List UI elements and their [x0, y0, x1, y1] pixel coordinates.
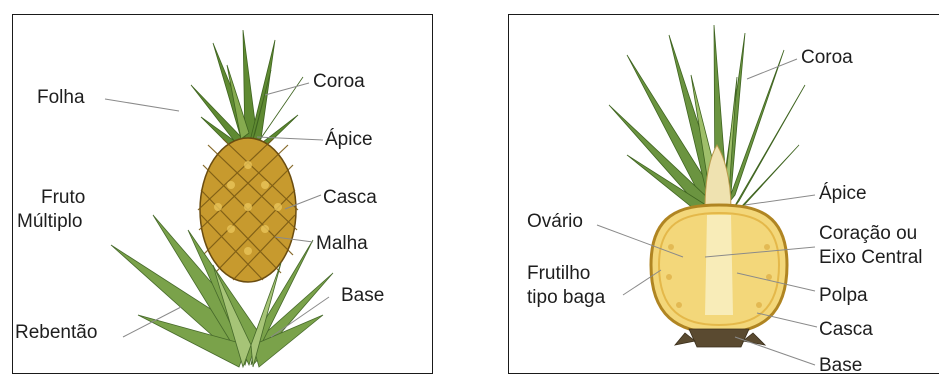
- label-apice: Ápice: [325, 129, 373, 151]
- label-coracao-line1: Coração ou: [819, 223, 917, 245]
- label-folha: Folha: [37, 87, 85, 109]
- label-fruto-line2: Múltiplo: [17, 211, 82, 233]
- label-malha: Malha: [316, 233, 368, 255]
- label-casca: Casca: [819, 319, 873, 341]
- label-frutilho-line2: tipo baga: [527, 287, 605, 309]
- label-frutilho-line1: Frutilho: [527, 263, 590, 285]
- whole-pineapple-panel: Folha Coroa Ápice Fruto Múltiplo Casca M…: [12, 14, 433, 374]
- label-coroa: Coroa: [313, 71, 365, 93]
- label-rebentao: Rebentão: [15, 322, 97, 344]
- label-apice: Ápice: [819, 183, 867, 205]
- label-coracao-line2: Eixo Central: [819, 247, 923, 269]
- label-coroa: Coroa: [801, 47, 853, 69]
- label-base: Base: [819, 355, 862, 377]
- label-fruto-line1: Fruto: [41, 187, 85, 209]
- fruit-base: [675, 329, 765, 347]
- label-ovario: Ovário: [527, 211, 583, 233]
- label-base: Base: [341, 285, 384, 307]
- cross-section-illustration: [509, 15, 939, 375]
- cross-section-panel: Coroa Ápice Ovário Coração ou Eixo Centr…: [508, 14, 939, 374]
- label-casca: Casca: [323, 187, 377, 209]
- fruit-section: [651, 205, 787, 333]
- label-polpa: Polpa: [819, 285, 868, 307]
- crown-leaves: [191, 30, 303, 151]
- fruit-body: [198, 138, 298, 282]
